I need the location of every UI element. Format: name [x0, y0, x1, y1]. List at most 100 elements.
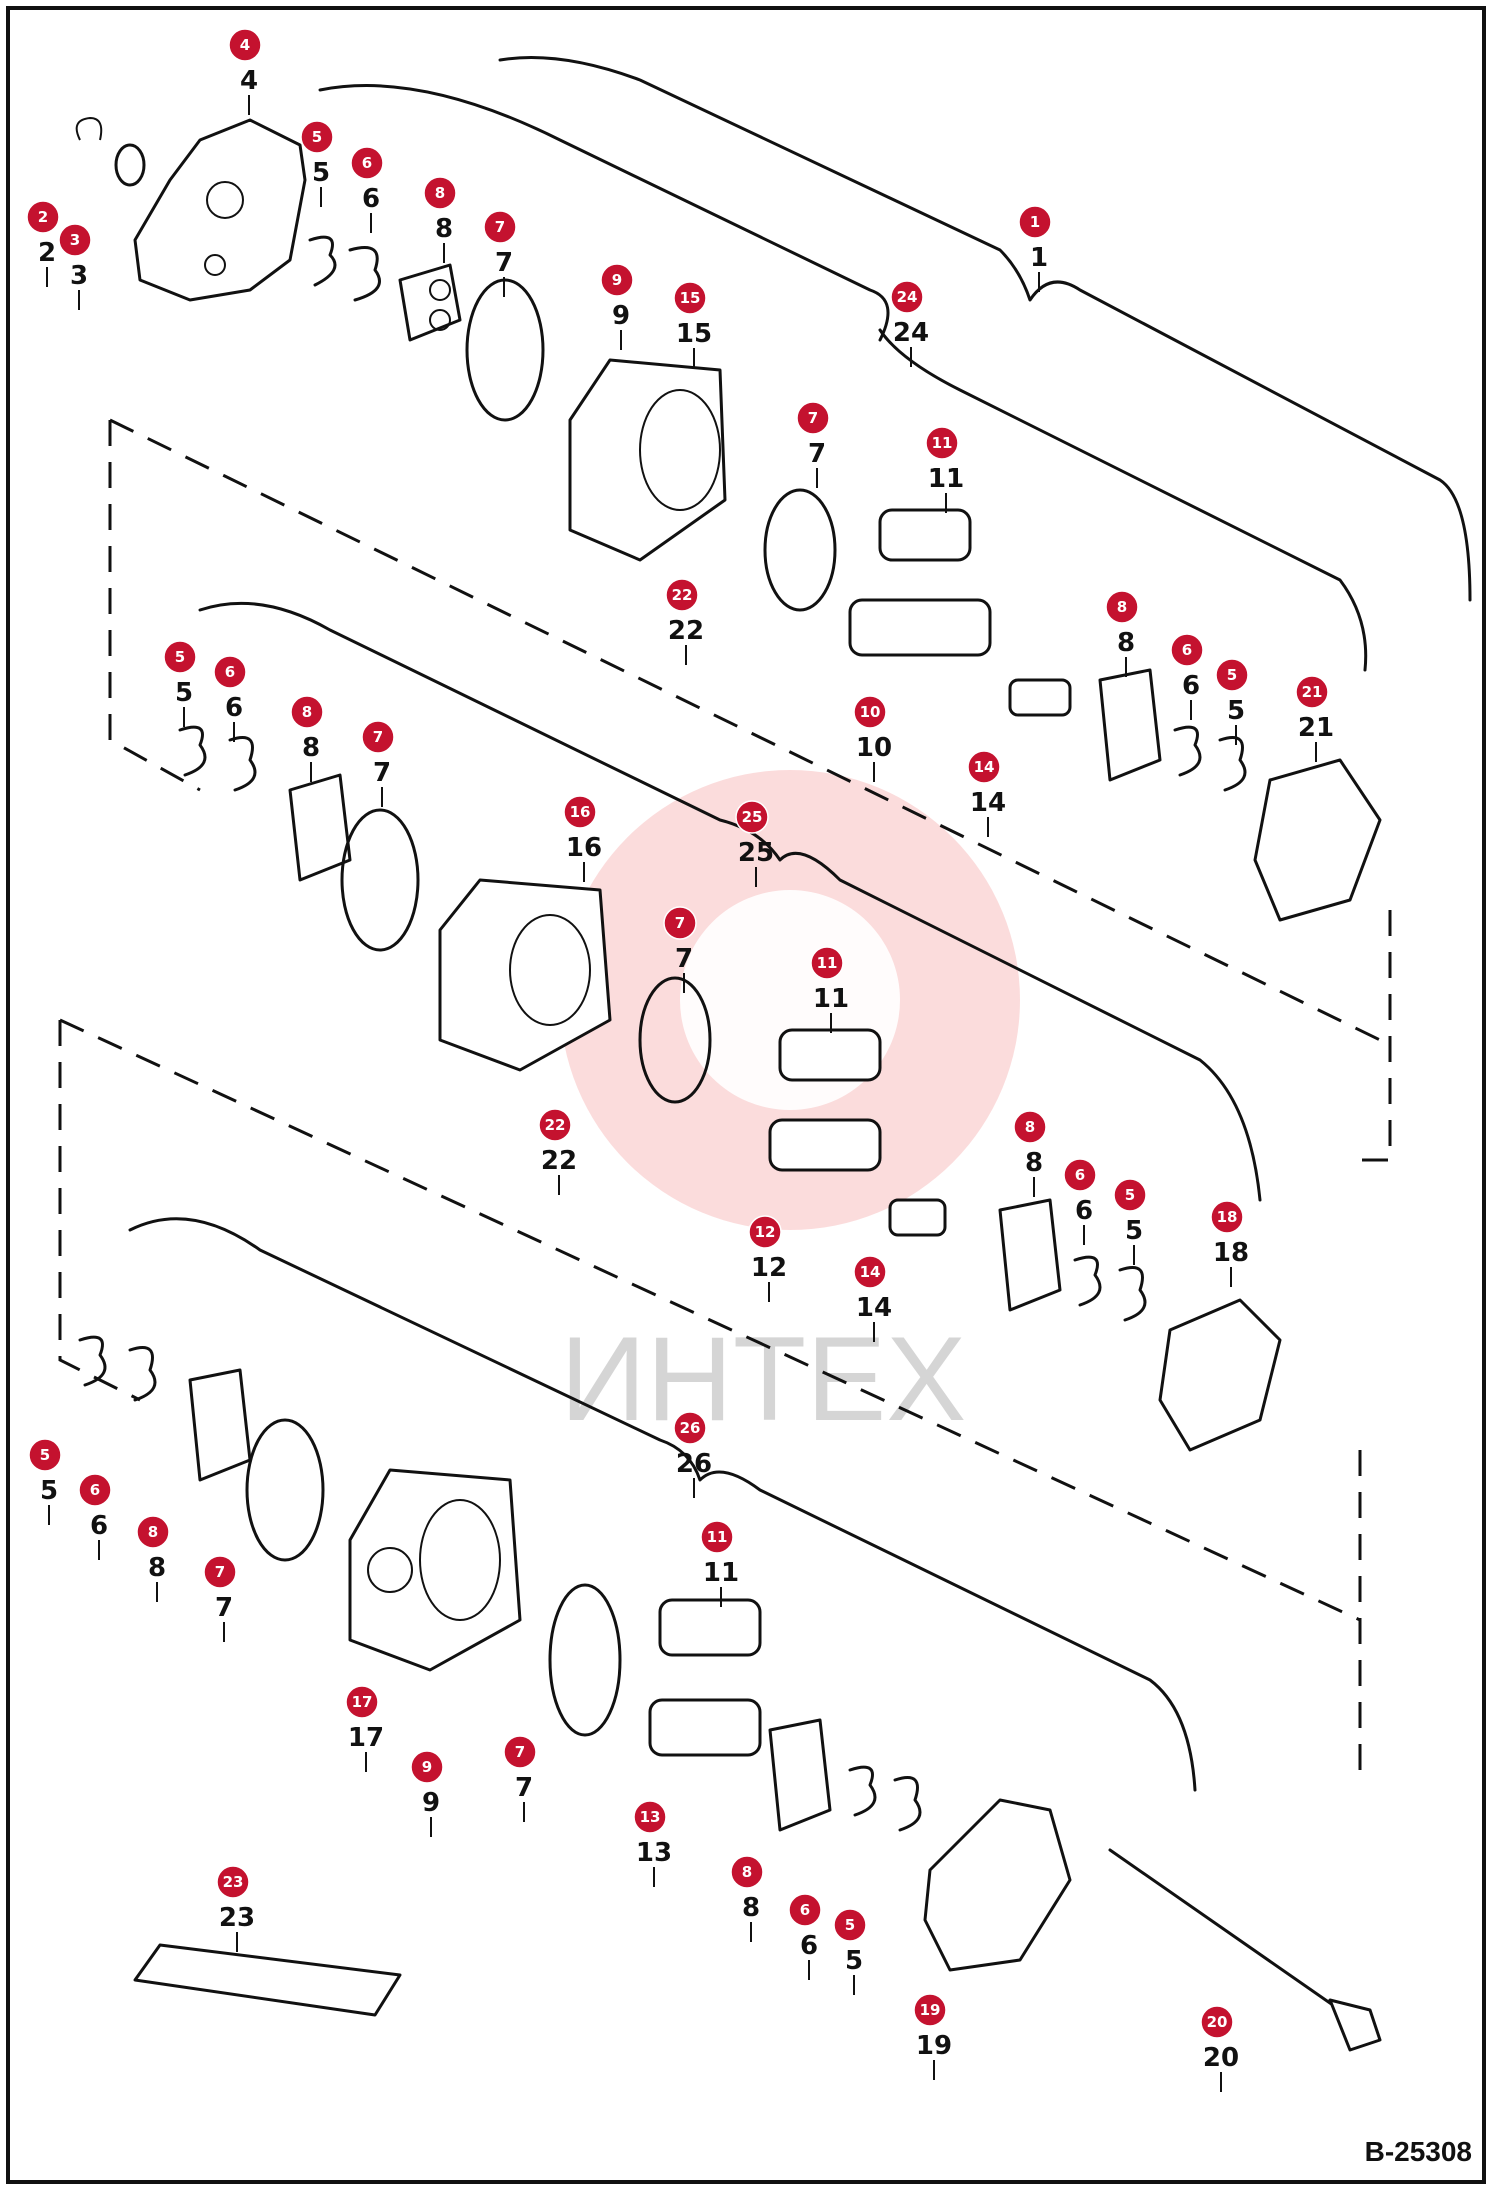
part-number-label: 24 [893, 318, 929, 348]
driven-gear-bottom [658, 1598, 762, 1657]
callout-number: 8 [435, 184, 445, 202]
callout-8: 88 [1105, 590, 1139, 677]
callout-8: 88 [136, 1515, 170, 1602]
part-number-label: 11 [928, 464, 964, 494]
callout-number: 12 [755, 1223, 776, 1241]
callout-11: 11 11 [925, 426, 964, 513]
seal-springs-rear-bottom [848, 1765, 922, 1832]
part-number-label: 17 [348, 1723, 384, 1753]
part-number-label: 22 [668, 616, 704, 646]
bushing-block-rear-top [1098, 668, 1162, 782]
part-number-label: 11 [928, 464, 964, 494]
cover-plate-21 [1253, 758, 1382, 922]
part-number-label: 19 [916, 2031, 952, 2061]
part-number-label: 8 [435, 214, 453, 244]
callout-number: 2 [38, 208, 48, 226]
part-number-label: 5 [845, 1946, 863, 1976]
callout-7: 77 [663, 906, 697, 993]
seal-springs-rear-middle [1073, 1255, 1147, 1322]
callout-number: 19 [920, 2001, 941, 2019]
callout-number: 15 [680, 289, 701, 307]
callout-number: 8 [742, 1863, 752, 1881]
retaining-ring [75, 116, 103, 141]
callout-8: 88 [290, 695, 324, 782]
callout-6: 66 [350, 146, 384, 233]
drive-gear-top [878, 508, 972, 562]
part-number-label: 6 [362, 184, 380, 214]
callout-number: 11 [932, 434, 953, 452]
brace-section-25 [198, 601, 1262, 1202]
callout-number: 5 [1227, 666, 1237, 684]
part-number-label: 6 [800, 1931, 818, 1961]
part-number-label: 18 [1213, 1238, 1249, 1268]
callout-number: 20 [1207, 2013, 1228, 2031]
gear-shaft-13 [648, 1698, 762, 1757]
part-number-label: 10 [856, 733, 892, 763]
bushing-block-rear-bottom [768, 1718, 832, 1832]
o-ring-front-housing [763, 488, 837, 612]
callout-3: 33 [58, 223, 92, 310]
callout-number: 11 [707, 1528, 728, 1546]
callout-number: 3 [70, 231, 80, 249]
part-number-label: 4 [240, 66, 258, 96]
callout-8: 88 [1013, 1110, 1047, 1197]
part-number-label: 7 [215, 1593, 233, 1623]
end-cover-19 [923, 1798, 1072, 1972]
seal-springs-middle [178, 725, 257, 792]
part-number-label: 11 [703, 1558, 739, 1588]
callout-number: 8 [302, 703, 312, 721]
part-number-label: 5 [175, 678, 193, 708]
callout-number: 21 [1302, 683, 1323, 701]
callout-number: 7 [495, 218, 505, 236]
part-number-label: 26 [676, 1449, 712, 1479]
seal-springs-top [308, 235, 381, 302]
part-number-label: 6 [225, 693, 243, 723]
o-ring-rear-housing [548, 1583, 622, 1737]
callout-1: 11 [1018, 205, 1052, 292]
part-number-label: 20 [1203, 2043, 1239, 2073]
callout-number: 6 [1075, 1166, 1085, 1184]
callout-4: 44 [228, 28, 262, 115]
part-number-label: 23 [219, 1903, 255, 1933]
cover-plate-18 [1158, 1298, 1282, 1452]
part-number-label: 3 [70, 261, 88, 291]
callout-6: 66 [78, 1473, 112, 1560]
part-number-label: 2 [38, 238, 56, 268]
coupling-sleeve-middle [888, 1198, 947, 1237]
part-number-label: 5 [312, 158, 330, 188]
part-number-label: 8 [148, 1553, 166, 1583]
part-number-label: 14 [970, 788, 1006, 818]
callout-23: 23 23 [216, 1865, 255, 1952]
callout-6: 66 [1170, 633, 1204, 720]
part-number-label: 6 [1182, 671, 1200, 701]
callout-number: 9 [422, 1758, 432, 1776]
decal-strip-23 [133, 1943, 402, 2017]
part-number-label: 22 [541, 1146, 577, 1176]
callout-6: 66 [1063, 1158, 1097, 1245]
callout-8: 88 [730, 1855, 764, 1942]
part-number-label: 7 [675, 944, 693, 974]
callout-number: 23 [223, 1873, 244, 1891]
callout-number: 6 [225, 663, 235, 681]
part-number-label: 8 [742, 1893, 760, 1923]
callout-5: 55 [300, 120, 334, 207]
part-number-label: 13 [636, 1838, 672, 1868]
callout-number: 7 [675, 914, 685, 932]
bushing-block-bottom [188, 1368, 252, 1482]
callout-number: 7 [515, 1743, 525, 1761]
callout-number: 17 [352, 1693, 373, 1711]
callout-7: 77 [483, 210, 517, 297]
callout-number: 11 [817, 954, 838, 972]
callout-number: 26 [680, 1419, 701, 1437]
